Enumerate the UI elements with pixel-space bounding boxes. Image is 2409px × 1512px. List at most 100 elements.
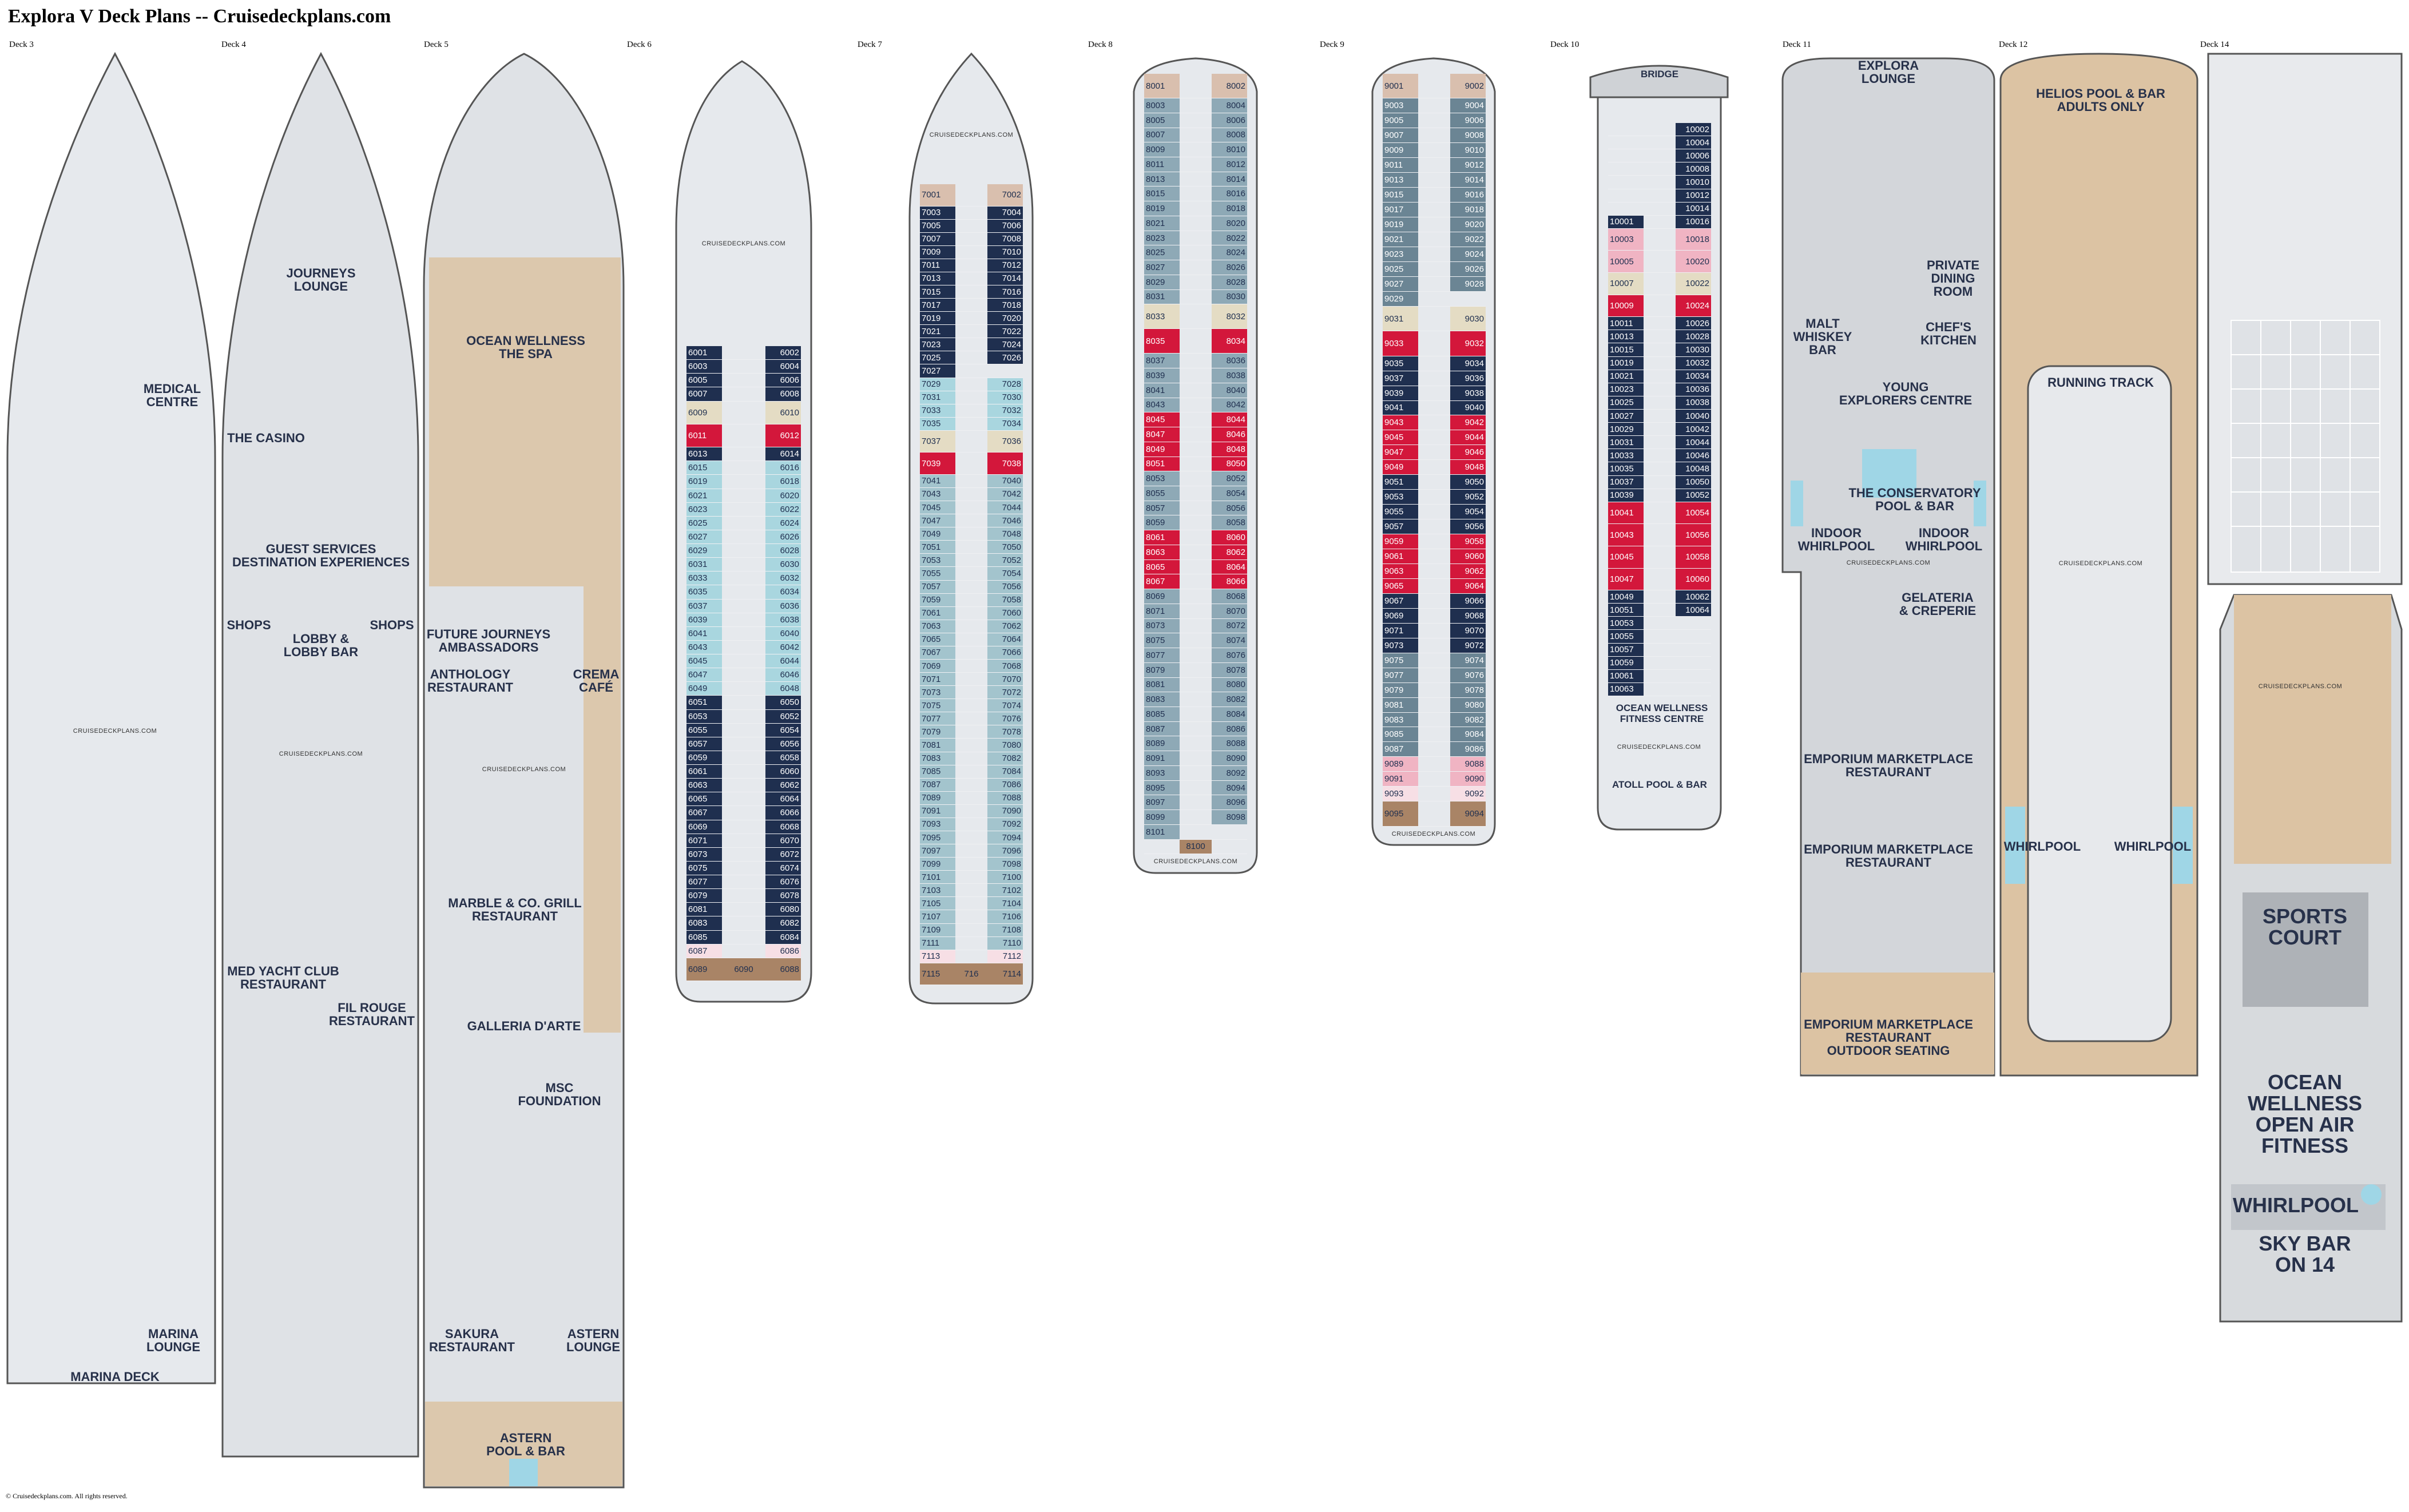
cabin[interactable]: 8005	[1144, 113, 1180, 128]
cabin[interactable]: 7047	[920, 514, 955, 527]
cabin[interactable]: 6029	[686, 544, 722, 558]
cabin[interactable]: 9009	[1383, 143, 1418, 158]
venue-atoll-pool-bar[interactable]: ATOLL POOL & BAR	[1612, 779, 1707, 790]
cabin[interactable]: 9037	[1383, 371, 1418, 386]
cabin[interactable]: 9022	[1450, 232, 1486, 247]
cabin[interactable]: 6037	[686, 599, 722, 613]
cabin[interactable]: 7075	[920, 699, 955, 712]
cabin[interactable]: 10056	[1676, 524, 1711, 546]
cabin[interactable]: 10028	[1676, 330, 1711, 343]
cabin[interactable]: 10013	[1608, 330, 1644, 343]
cabin[interactable]: 7104	[987, 897, 1023, 910]
cabin[interactable]: 7051	[920, 541, 955, 554]
cabin[interactable]: 6008	[765, 387, 801, 401]
cabin[interactable]: 9062	[1450, 564, 1486, 578]
cabin[interactable]: 6038	[765, 613, 801, 626]
cabin[interactable]: 6041	[686, 626, 722, 640]
cabin[interactable]: 9072	[1450, 638, 1486, 653]
cabin[interactable]: 7001	[920, 184, 955, 206]
cabin[interactable]: 7099	[920, 858, 955, 871]
cabin[interactable]: 7048	[987, 527, 1023, 541]
cabin[interactable]: 7092	[987, 817, 1023, 831]
venue-marina-deck[interactable]: MARINA DECK	[70, 1370, 160, 1384]
venue-future-journeys[interactable]: FUTURE JOURNEYS AMBASSADORS	[426, 627, 551, 654]
cabin[interactable]: 8096	[1212, 795, 1247, 810]
cabin[interactable]: 7078	[987, 725, 1023, 739]
cabin[interactable]: 9083	[1383, 712, 1418, 727]
cabin[interactable]: 7055	[920, 567, 955, 580]
cabin[interactable]: 8073	[1144, 618, 1180, 633]
cabin[interactable]: 10050	[1676, 475, 1711, 489]
cabin[interactable]: 10052	[1676, 489, 1711, 502]
cabin[interactable]: 8002	[1212, 74, 1247, 98]
cabin[interactable]: 8015	[1144, 186, 1180, 201]
cabin[interactable]: 9079	[1383, 682, 1418, 697]
venue-guest-services[interactable]: GUEST SERVICES DESTINATION EXPERIENCES	[232, 542, 410, 569]
cabin[interactable]: 8048	[1212, 442, 1247, 457]
cabin[interactable]: 10023	[1608, 383, 1644, 396]
cabin[interactable]: 8023	[1144, 231, 1180, 245]
venue-med-yacht-club[interactable]: MED YACHT CLUB RESTAURANT	[227, 964, 339, 991]
cabin[interactable]: 7007	[920, 232, 955, 245]
cabin[interactable]: 8098	[1212, 810, 1247, 824]
cabin[interactable]: 9021	[1383, 232, 1418, 247]
cabin[interactable]: 7003	[920, 206, 955, 219]
cabin[interactable]: 8058	[1212, 515, 1247, 530]
cabin[interactable]: 10010	[1676, 176, 1711, 189]
cabin[interactable]: 8099	[1144, 810, 1180, 824]
cabin[interactable]: 9093	[1383, 787, 1418, 801]
cabin[interactable]: 8010	[1212, 142, 1247, 157]
cabin[interactable]: 9066	[1450, 593, 1486, 608]
cabin[interactable]: 8100	[1180, 839, 1212, 854]
cabin[interactable]: 7022	[987, 325, 1023, 338]
cabin[interactable]: 9061	[1383, 549, 1418, 563]
venue-conservatory-pool[interactable]: THE CONSERVATORY POOL & BAR	[1848, 486, 1981, 513]
cabin[interactable]: 9012	[1450, 158, 1486, 173]
cabin[interactable]: 10003	[1608, 228, 1644, 251]
cabin[interactable]: 7034	[987, 417, 1023, 430]
cabin[interactable]: 6079	[686, 889, 722, 903]
cabin[interactable]: 9005	[1383, 113, 1418, 128]
cabin[interactable]: 6012	[765, 424, 801, 447]
cabin[interactable]: 6057	[686, 737, 722, 751]
cabin[interactable]: 6005	[686, 374, 722, 387]
cabin[interactable]: 10051	[1608, 604, 1644, 617]
cabin[interactable]: 9089	[1383, 757, 1418, 772]
cabin[interactable]: 8033	[1144, 304, 1180, 329]
cabin[interactable]: 6021	[686, 489, 722, 502]
cabin[interactable]: 8046	[1212, 427, 1247, 442]
cabin[interactable]: 7085	[920, 765, 955, 778]
cabin[interactable]: 9028	[1450, 276, 1486, 291]
cabin[interactable]: 8092	[1212, 765, 1247, 780]
cabin[interactable]: 7038	[987, 453, 1023, 474]
cabin[interactable]: 6090	[722, 958, 765, 981]
cabin[interactable]: 8054	[1212, 486, 1247, 501]
cabin[interactable]: 7010	[987, 245, 1023, 259]
cabin[interactable]: 10031	[1608, 436, 1644, 449]
cabin[interactable]: 7026	[987, 351, 1023, 364]
cabin[interactable]: 7029	[920, 378, 955, 391]
cabin[interactable]: 7062	[987, 620, 1023, 633]
cabin[interactable]: 6009	[686, 401, 722, 424]
cabin[interactable]: 8007	[1144, 128, 1180, 142]
cabin[interactable]: 8028	[1212, 275, 1247, 289]
cabin[interactable]: 6034	[765, 585, 801, 599]
cabin[interactable]: 8014	[1212, 172, 1247, 186]
cabin[interactable]: 8064	[1212, 559, 1247, 574]
cabin[interactable]: 10001	[1608, 215, 1644, 228]
cabin[interactable]: 8020	[1212, 216, 1247, 231]
cabin[interactable]: 8089	[1144, 736, 1180, 751]
cabin[interactable]: 8008	[1212, 128, 1247, 142]
cabin[interactable]: 8093	[1144, 765, 1180, 780]
cabin[interactable]: 8042	[1212, 398, 1247, 412]
cabin[interactable]: 9046	[1450, 445, 1486, 460]
cabin[interactable]: 8077	[1144, 648, 1180, 662]
cabin[interactable]: 6078	[765, 889, 801, 903]
cabin[interactable]: 9050	[1450, 475, 1486, 490]
cabin[interactable]: 8075	[1144, 633, 1180, 648]
cabin[interactable]: 6033	[686, 572, 722, 585]
cabin[interactable]: 9078	[1450, 682, 1486, 697]
cabin[interactable]: 7014	[987, 272, 1023, 285]
cabin[interactable]: 10002	[1676, 123, 1711, 136]
cabin[interactable]: 6006	[765, 374, 801, 387]
